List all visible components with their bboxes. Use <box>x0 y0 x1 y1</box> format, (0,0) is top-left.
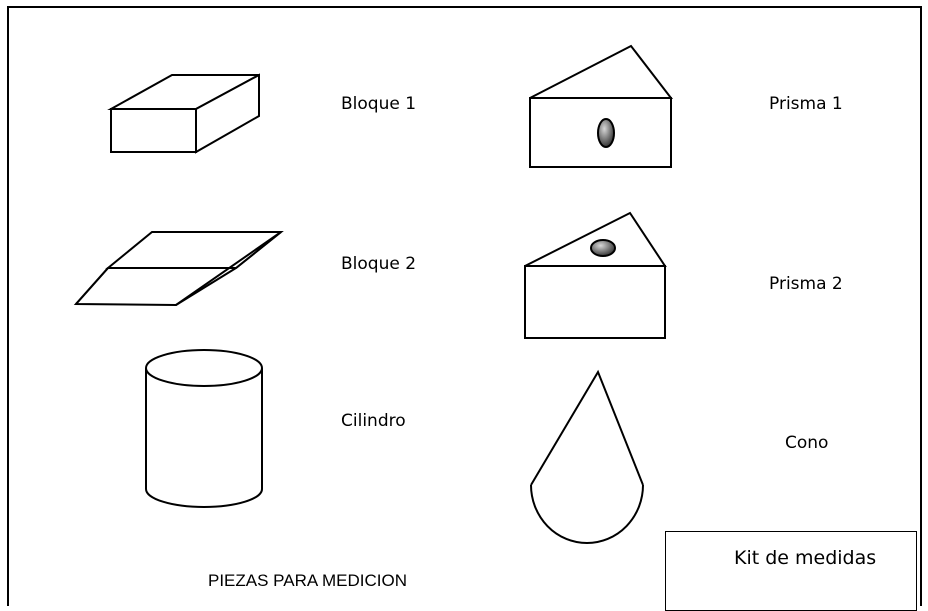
label-bloque-1: Bloque 1 <box>341 94 417 114</box>
kit-box: Kit de medidas <box>665 531 917 611</box>
prisma-1-shape <box>529 44 674 168</box>
cilindro-shape <box>145 349 263 508</box>
bloque-2-shape <box>73 231 284 307</box>
cono-shape <box>530 369 644 544</box>
diagram-frame <box>7 6 922 606</box>
label-cono: Cono <box>785 433 829 453</box>
kit-label: Kit de medidas <box>734 547 877 569</box>
prisma-2-shape <box>524 211 667 339</box>
prisma-1-hole <box>597 118 615 148</box>
pieces-drawing <box>73 44 674 544</box>
label-prisma-2: Prisma 2 <box>769 274 843 294</box>
prisma-2-hole <box>590 239 616 257</box>
label-prisma-1: Prisma 1 <box>769 94 843 114</box>
label-bloque-2: Bloque 2 <box>341 254 417 274</box>
bloque-1-shape <box>107 73 260 154</box>
diagram-caption: PIEZAS PARA MEDICION <box>208 571 408 590</box>
label-cilindro: Cilindro <box>341 411 406 431</box>
